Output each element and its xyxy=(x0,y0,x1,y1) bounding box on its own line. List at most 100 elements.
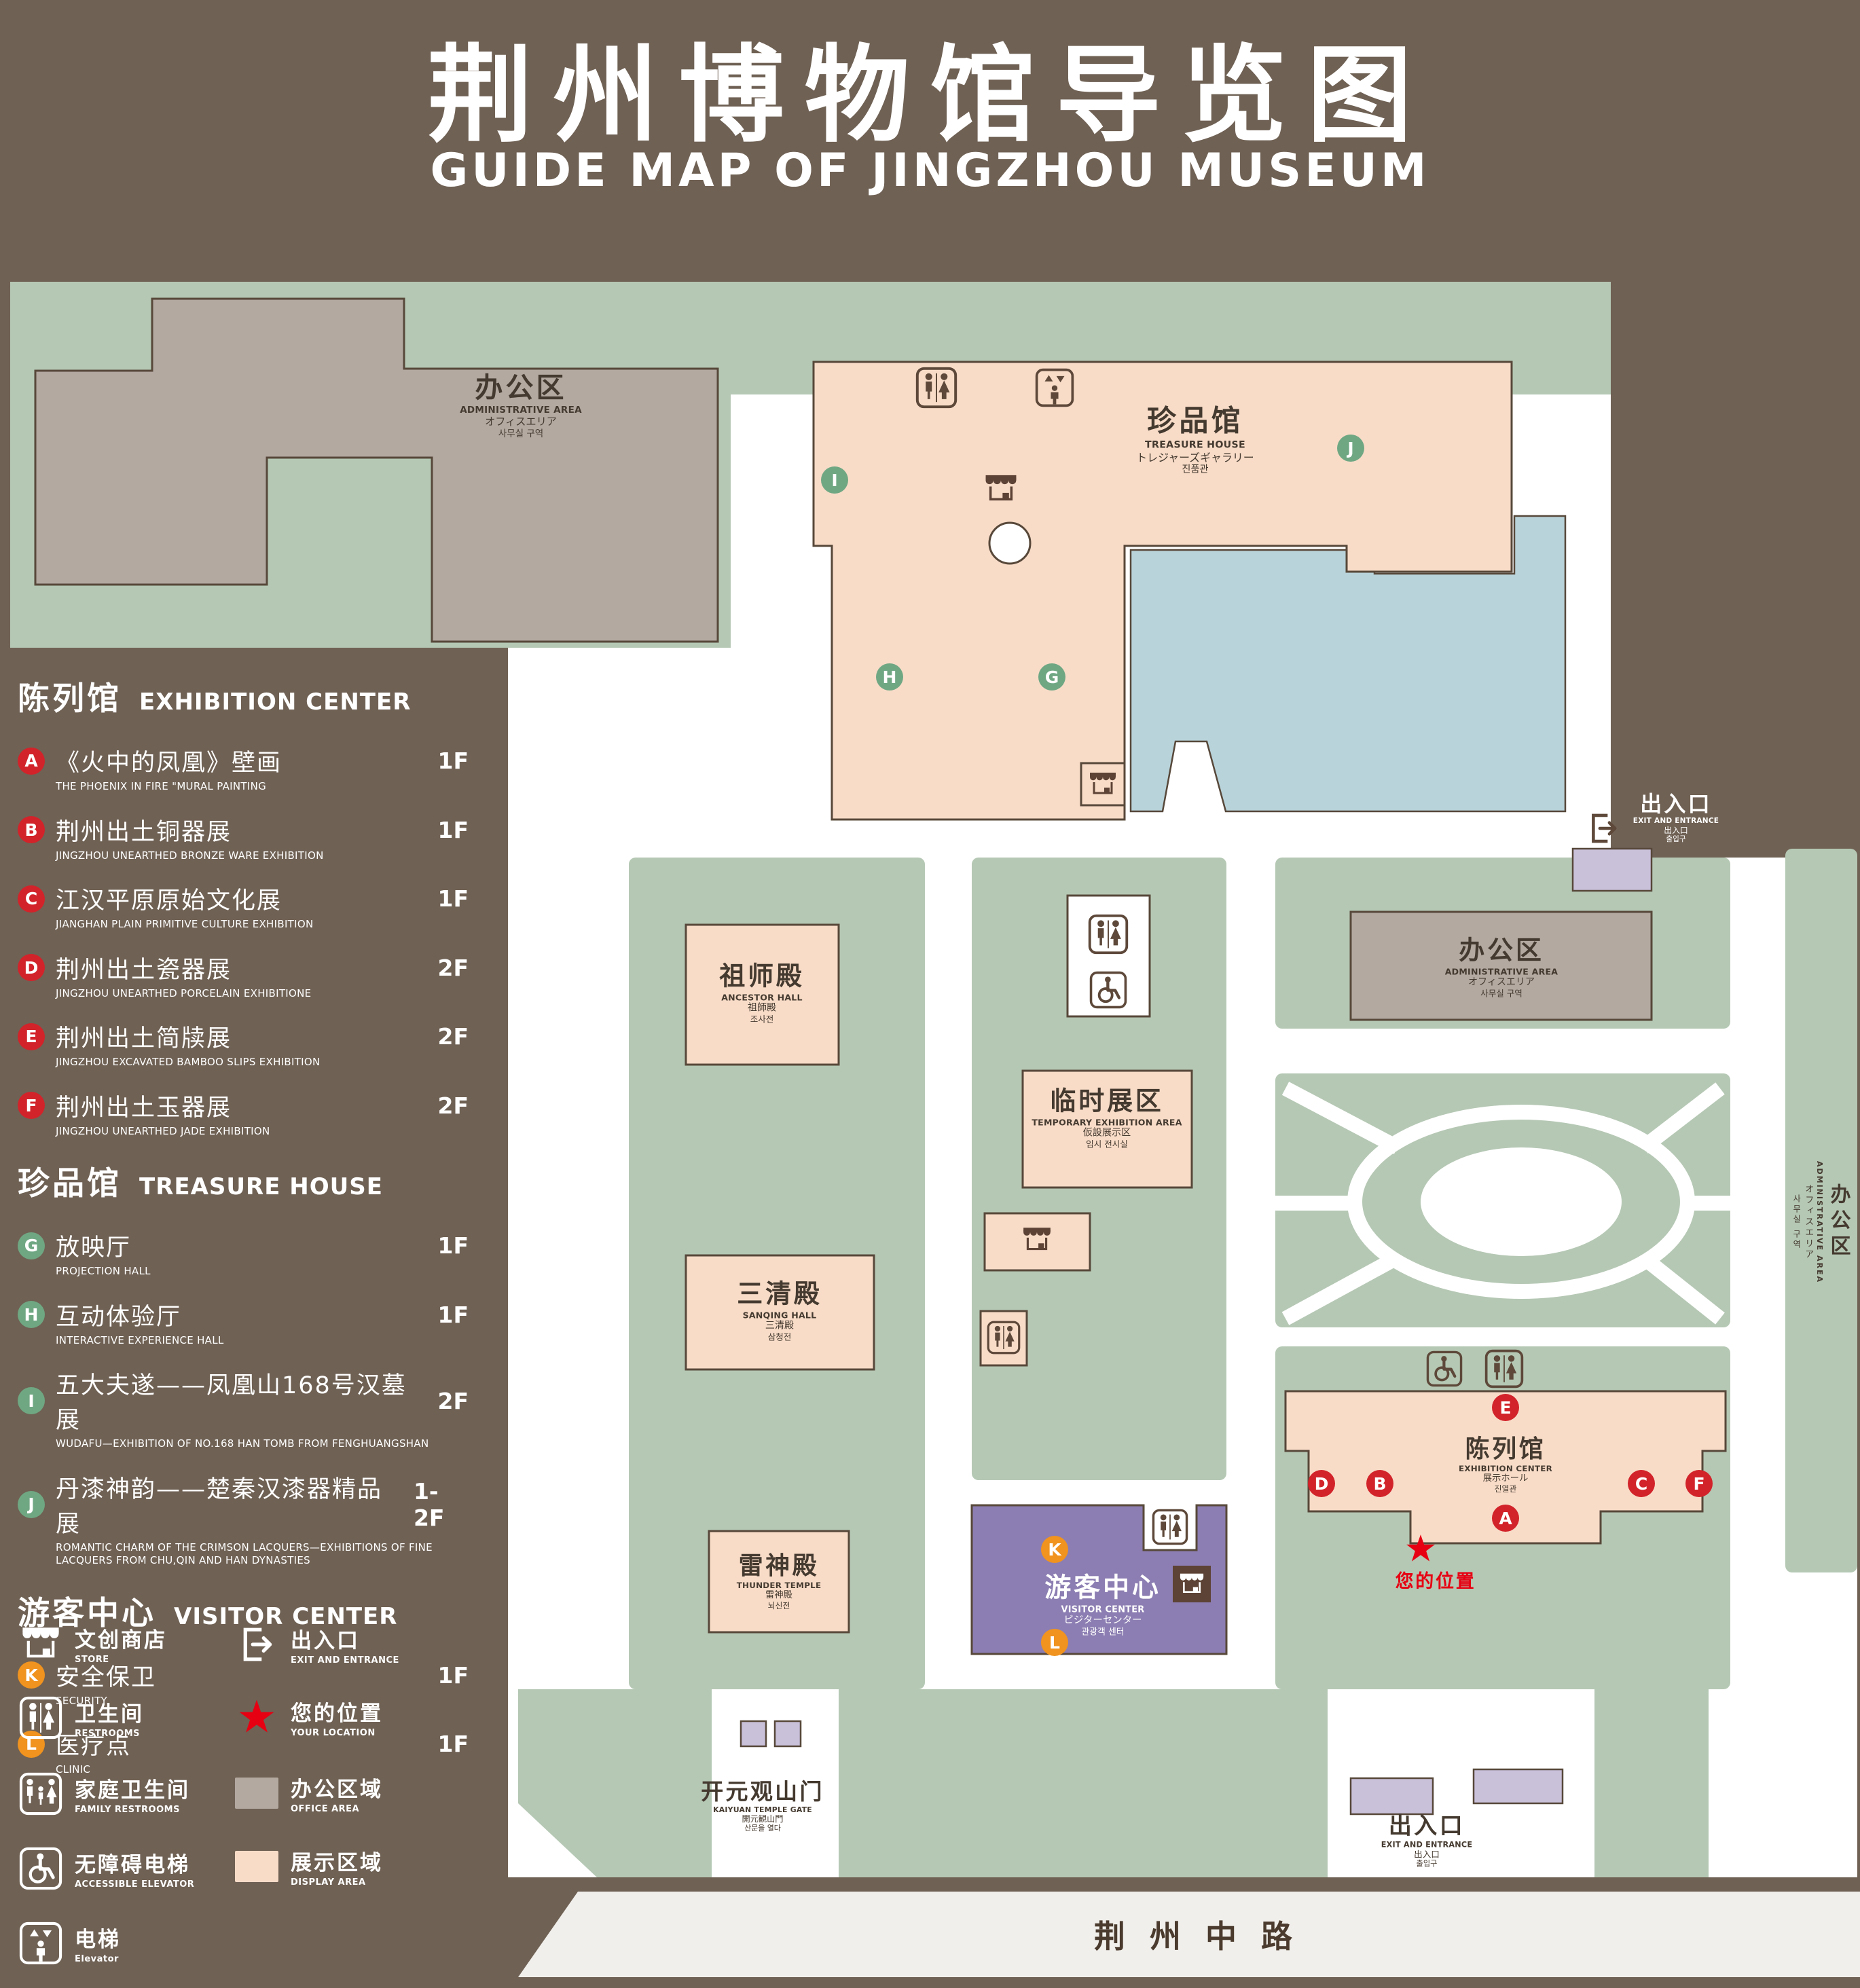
badge-J: J xyxy=(18,1490,45,1518)
list-item-A: A 《火中的凤凰》壁画 1F THE PHOENIX IN FIRE "MURA… xyxy=(18,743,469,794)
item-title: 《火中的凤凰》壁画 xyxy=(56,750,282,777)
office-area-swatch xyxy=(235,1778,278,1809)
label-road: 荆州中路 xyxy=(1094,1918,1317,1955)
list-item-D: D 荆州出土瓷器展 2F JINGZHOU UNEARTHED PORCELAI… xyxy=(18,951,469,1001)
map-marker-B: B xyxy=(1366,1470,1393,1497)
label-exit-northeast: 出入口 EXIT AND ENTRANCE 出入口 출입구 xyxy=(1633,791,1719,844)
building-admin-mid xyxy=(1349,910,1653,1021)
badge-D: D xyxy=(18,954,45,981)
item-caption: SECURITY xyxy=(56,1694,108,1707)
sidebar-section-exhibition-center: 陈列馆 EXHIBITION CENTER A 《火中的凤凰》壁画 1F THE… xyxy=(18,672,469,1138)
label-sanqing-hall: 三清殿 SANQING HALL 三清殿 삼청전 xyxy=(737,1278,822,1342)
item-title: 安全保卫 xyxy=(56,1663,157,1691)
badge-C: C xyxy=(18,885,45,913)
section-title-zh: 珍品馆 xyxy=(18,1165,122,1202)
badge-I: I xyxy=(18,1387,45,1414)
item-caption: CLINIC xyxy=(56,1763,91,1775)
gate-pier-left xyxy=(740,1720,767,1748)
label-temporary-exhibition: 临时展区 TEMPORARY EXHIBITION AREA 仮設展示区 임시 … xyxy=(1032,1086,1182,1149)
your-location-star-icon xyxy=(238,1698,276,1736)
map-marker-L: L xyxy=(1041,1629,1068,1656)
garden-lawn xyxy=(1421,1147,1622,1256)
item-caption: PROJECTION HALL xyxy=(56,1265,151,1277)
map-marker-H: H xyxy=(876,663,903,691)
building-kiosk-treasure xyxy=(1080,762,1126,807)
label-your-location: 您的位置 xyxy=(1395,1570,1476,1592)
exit-icon xyxy=(1584,809,1622,847)
item-title: 五大夫遂——凤凰山168号汉墓展 xyxy=(56,1372,407,1434)
item-title: 荆州出土玉器展 xyxy=(56,1094,232,1122)
label-exhibition-center: 陈列馆 EXHIBITION CENTER 展示ホール 진열관 xyxy=(1459,1435,1552,1494)
section-header: 陈列馆 EXHIBITION CENTER xyxy=(18,672,469,719)
item-floor: 2F xyxy=(437,954,469,981)
restroom-icon xyxy=(19,1696,62,1740)
list-item-G: G 放映厅 1F PROJECTION HALL xyxy=(18,1228,469,1278)
item-title: 丹漆神韵——楚秦汉漆器精品展 xyxy=(56,1475,383,1538)
label-admin-east: 办公区 ADMINISTRATIVE AREA オフィスエリア 사무실 구역 xyxy=(1791,1160,1850,1284)
entrance-structures xyxy=(740,847,1653,1816)
page-subtitle: GUIDE MAP OF JINGZHOU MUSEUM xyxy=(430,144,1430,198)
label-visitor-center: 游客中心 VISITOR CENTER ビジターセンター 관광객 센터 xyxy=(1044,1572,1161,1638)
label-exit-south: 出入口 EXIT AND ENTRANCE 出入口 출입구 xyxy=(1381,1812,1473,1869)
label-treasure-house: 珍品馆 TREASURE HOUSE トレジャーズギャラリー 진품관 xyxy=(1136,404,1254,475)
accessible-elevator-icon xyxy=(1426,1350,1463,1387)
road-jingzhou-middle xyxy=(518,1892,1860,1977)
section-title-en: EXHIBITION CENTER xyxy=(139,688,412,716)
item-caption: INTERACTIVE EXPERIENCE HALL xyxy=(56,1333,224,1346)
map-marker-K: K xyxy=(1041,1536,1068,1563)
store-icon xyxy=(1088,771,1118,798)
item-floor: 1F xyxy=(437,885,469,912)
building-exhibition-center xyxy=(1284,1390,1727,1545)
item-title: 放映厅 xyxy=(56,1234,132,1262)
map-marker-D: D xyxy=(1308,1470,1335,1497)
map-marker-A: A xyxy=(1492,1505,1519,1532)
item-title: 荆州出土瓷器展 xyxy=(56,956,232,984)
visitor-store-block xyxy=(1173,1566,1211,1602)
list-item-L: L 医疗点 1F CLINIC xyxy=(18,1727,469,1777)
item-floor: 1F xyxy=(437,1301,469,1328)
item-floor: 2F xyxy=(437,1023,469,1050)
item-title: 江汉平原原始文化展 xyxy=(56,887,282,915)
store-icon xyxy=(19,1625,62,1663)
item-caption: JINGZHOU UNEARTHED BRONZE WARE EXHIBITIO… xyxy=(56,849,324,862)
building-store-kiosk xyxy=(983,1212,1091,1272)
item-caption: JIANGHAN PLAIN PRIMITIVE CULTURE EXHIBIT… xyxy=(56,918,314,930)
page-title: 荆州博物馆导览图 xyxy=(427,34,1433,157)
section-title-zh: 陈列馆 xyxy=(18,680,122,718)
section-title-zh: 游客中心 xyxy=(18,1594,156,1632)
restroom-icon xyxy=(1484,1349,1524,1388)
item-floor: 1F xyxy=(437,816,469,843)
item-floor: 1F xyxy=(437,748,469,774)
badge-F: F xyxy=(18,1092,45,1119)
list-item-E: E 荆州出土简牍展 2F JINGZHOU EXCAVATED BAMBOO S… xyxy=(18,1019,469,1069)
item-floor: 1F xyxy=(437,1731,469,1757)
store-icon xyxy=(1021,1226,1053,1254)
label-admin-northwest: 办公区 ADMINISTRATIVE AREA オフィスエリア 사무실 구역 xyxy=(460,371,582,439)
badge-K: K xyxy=(18,1661,45,1689)
badge-H: H xyxy=(18,1301,45,1328)
exit-icon xyxy=(235,1623,278,1666)
gate-pier-right xyxy=(773,1720,802,1748)
item-title: 医疗点 xyxy=(56,1733,132,1760)
item-floor: 1F xyxy=(437,1661,469,1689)
section-header: 游客中心 VISITOR CENTER xyxy=(18,1587,469,1634)
pond xyxy=(1129,515,1567,813)
list-item-C: C 江汉平原原始文化展 1F JIANGHAN PLAIN PRIMITIVE … xyxy=(18,881,469,932)
restroom-icon xyxy=(915,367,958,409)
list-item-B: B 荆州出土铜器展 1F JINGZHOU UNEARTHED BRONZE W… xyxy=(18,813,469,863)
treasure-house-pavilion xyxy=(988,521,1032,565)
item-caption: JINGZHOU UNEARTHED JADE EXHIBITION xyxy=(56,1124,270,1137)
item-caption: ROMANTIC CHARM OF THE CRIMSON LACQUERS—E… xyxy=(56,1541,433,1567)
entrance-south-a xyxy=(1349,1777,1434,1816)
sidebar-section-treasure-house: 珍品馆 TREASURE HOUSE G 放映厅 1F PROJECTION H… xyxy=(18,1157,469,1568)
badge-B: B xyxy=(18,816,45,843)
list-item-H: H 互动体验厅 1F INTERACTIVE EXPERIENCE HALL xyxy=(18,1297,469,1348)
entrance-northeast xyxy=(1571,847,1653,892)
map-marker-G: G xyxy=(1038,663,1065,691)
